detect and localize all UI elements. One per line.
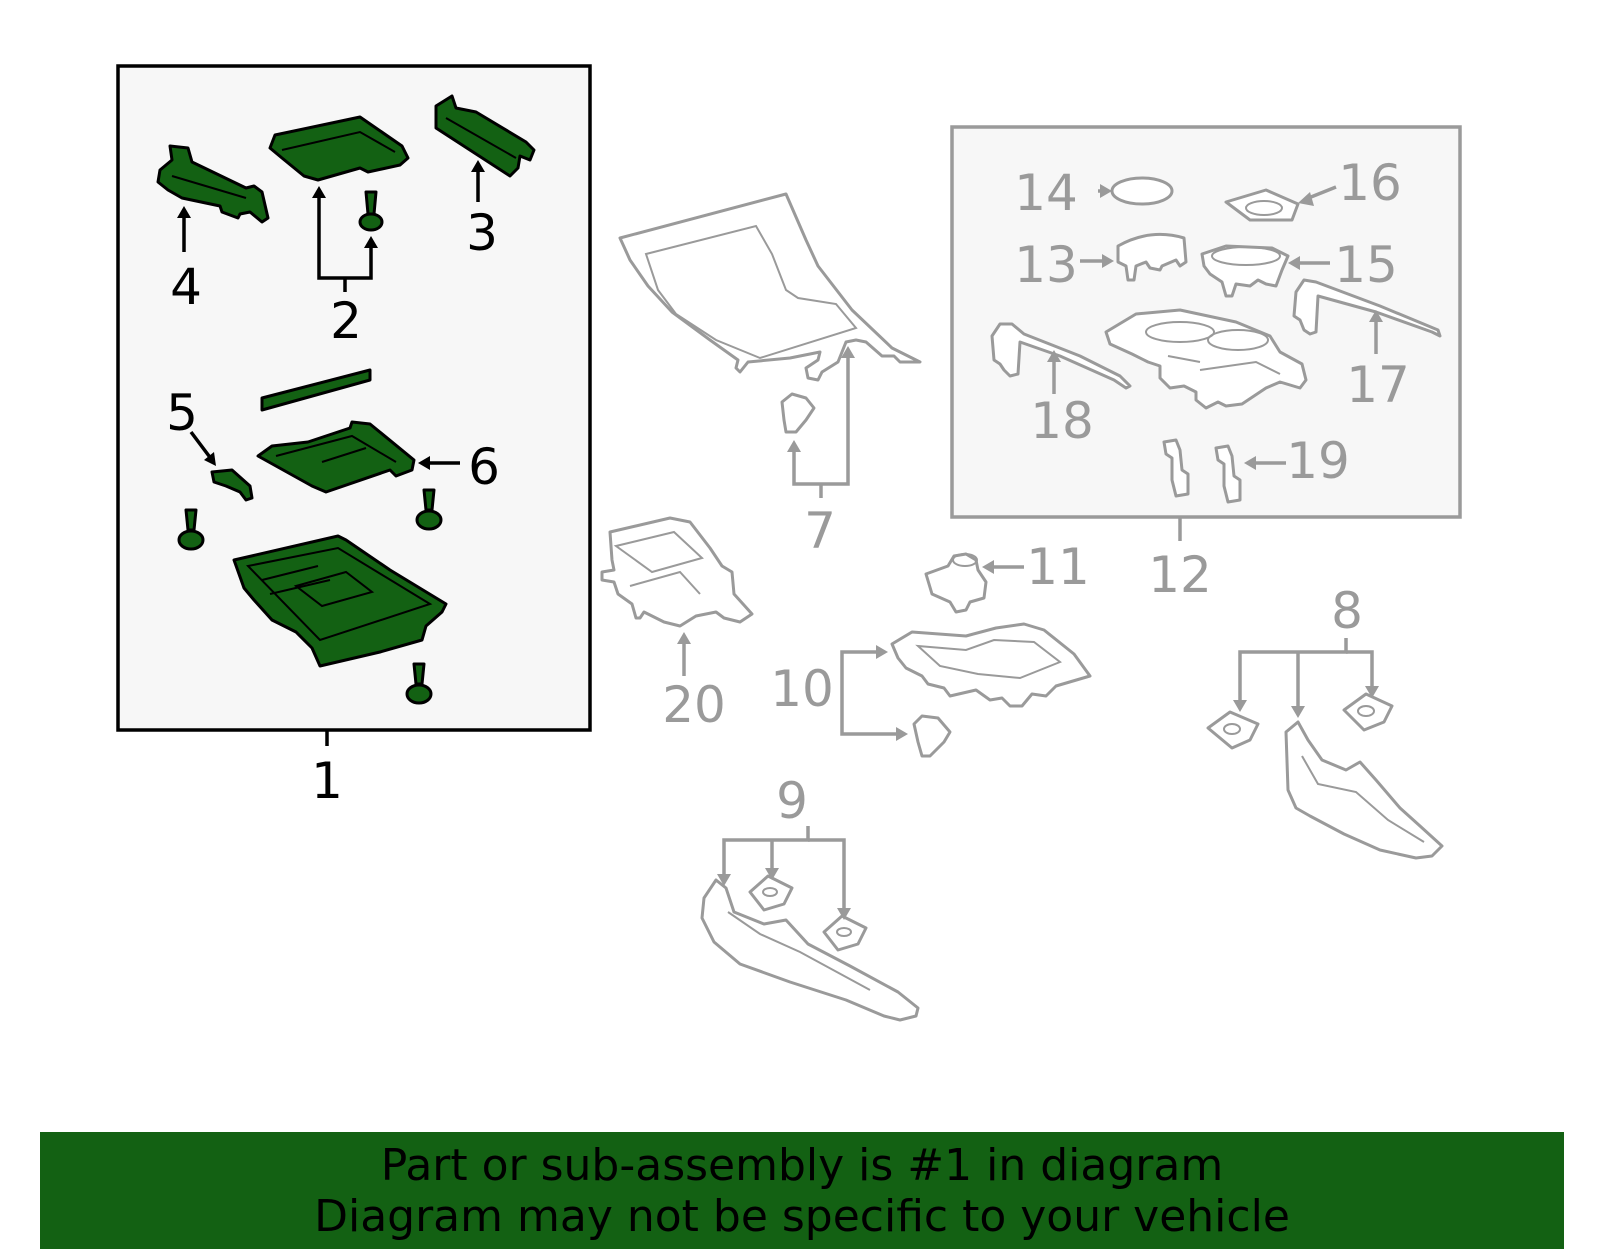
callout-17: 17 xyxy=(1346,356,1410,414)
part-5 xyxy=(210,468,254,502)
part-9-clip-b xyxy=(822,914,868,952)
callout-8: 8 xyxy=(1331,582,1363,640)
callout-20: 20 xyxy=(662,676,726,734)
part-8-clip-a xyxy=(1206,710,1260,750)
callout-11: 11 xyxy=(1026,538,1090,596)
callout-7: 7 xyxy=(804,502,836,560)
part-10-clip xyxy=(912,714,952,758)
callout-9: 9 xyxy=(776,772,808,830)
screw-c xyxy=(405,662,433,705)
screw-a xyxy=(177,508,205,551)
part-18 xyxy=(990,322,1132,390)
callout-1: 1 xyxy=(311,752,343,810)
callout-2: 2 xyxy=(330,292,362,350)
part-19-clip-b xyxy=(1214,444,1242,504)
callout-16: 16 xyxy=(1338,154,1402,212)
part-8-panel xyxy=(1284,720,1444,860)
callout-6: 6 xyxy=(468,438,500,496)
callout-13: 13 xyxy=(1014,236,1078,294)
notice-banner: Part or sub-assembly is #1 in diagram Di… xyxy=(40,1132,1564,1249)
part-6 xyxy=(256,420,416,494)
part-19-clip-a xyxy=(1162,438,1190,498)
part-7-panel xyxy=(618,192,922,382)
callout-14: 14 xyxy=(1014,164,1078,222)
part-11 xyxy=(924,552,988,614)
part-16 xyxy=(1224,188,1300,222)
callout-12: 12 xyxy=(1148,546,1212,604)
part-8-clip-b xyxy=(1342,692,1394,732)
part-4 xyxy=(156,144,270,224)
part-1-bin xyxy=(232,534,448,668)
part-9-panel xyxy=(700,878,920,1022)
callout-15: 15 xyxy=(1334,236,1398,294)
part-2 xyxy=(268,115,410,232)
banner-line-2: Diagram may not be specific to your vehi… xyxy=(314,1190,1290,1242)
callout-5: 5 xyxy=(166,384,198,442)
part-20 xyxy=(600,516,754,628)
part-10-bracket xyxy=(890,622,1092,708)
part-7-clip xyxy=(780,392,816,434)
part-12-bezel xyxy=(1104,308,1308,410)
callout-18: 18 xyxy=(1030,392,1094,450)
part-13 xyxy=(1116,232,1188,282)
part-9-clip-a xyxy=(748,874,794,912)
part-15 xyxy=(1200,244,1290,298)
banner-line-1: Part or sub-assembly is #1 in diagram xyxy=(380,1139,1224,1191)
screw-b xyxy=(415,488,443,531)
trim-strip xyxy=(260,368,372,412)
callout-4: 4 xyxy=(170,258,202,316)
part-3 xyxy=(434,94,536,178)
callout-10: 10 xyxy=(770,660,834,718)
callout-3: 3 xyxy=(466,204,498,262)
callout-19: 19 xyxy=(1286,432,1350,490)
part-14 xyxy=(1110,176,1174,206)
